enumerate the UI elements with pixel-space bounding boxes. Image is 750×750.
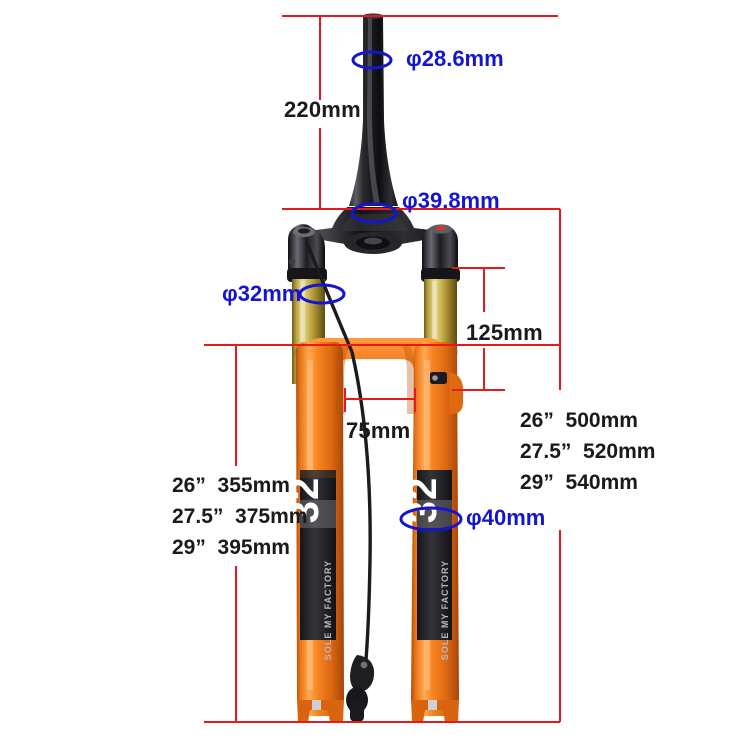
label-diameter-steerer-bottom: φ39.8mm [402, 188, 500, 213]
label-diameter-lower-leg: φ40mm [466, 505, 546, 530]
ellipse-steerer-top [351, 50, 393, 70]
svg-text:SOLE MY FACTORY: SOLE MY FACTORY [440, 560, 450, 660]
axle-to-crown-list: 26” 500mm 27.5” 520mm 29” 540mm [520, 405, 655, 498]
fork-crown [294, 207, 452, 258]
fork-decal-right: 32 SOLE MY FACTORY [401, 470, 452, 660]
right-crown-cap [421, 224, 460, 282]
svg-text:SOLE MY FACTORY: SOLE MY FACTORY [323, 560, 333, 660]
ellipse-lower-leg [399, 506, 463, 532]
remote-lockout-cable [305, 241, 375, 722]
axle-to-crown-27-5: 27.5” 520mm [520, 440, 656, 463]
fork-lowers [295, 338, 463, 722]
label-arch-inner-width: 75mm [346, 418, 411, 443]
svg-text:32: 32 [401, 477, 445, 524]
stanchion-right [424, 279, 457, 384]
lower-leg-length-list: 26” 355mm 27.5” 375mm 29” 395mm [172, 470, 307, 563]
label-diameter-steerer-top: φ28.6mm [406, 46, 504, 71]
label-steerer-length: 220mm [284, 97, 361, 122]
lower-leg-length-27-5: 27.5” 375mm [172, 505, 308, 528]
label-diameter-stanchion: φ32mm [222, 281, 302, 306]
axle-to-crown-29: 29” 540mm [520, 471, 638, 494]
lower-leg-length-29: 29” 395mm [172, 536, 290, 559]
ellipse-stanchion [298, 283, 346, 305]
ellipse-steerer-bottom [350, 202, 398, 224]
left-crown-cap [287, 224, 327, 282]
label-crown-to-arch: 125mm [466, 320, 543, 345]
axle-to-crown-26: 26” 500mm [520, 409, 638, 432]
lower-leg-length-26: 26” 355mm [172, 474, 290, 497]
